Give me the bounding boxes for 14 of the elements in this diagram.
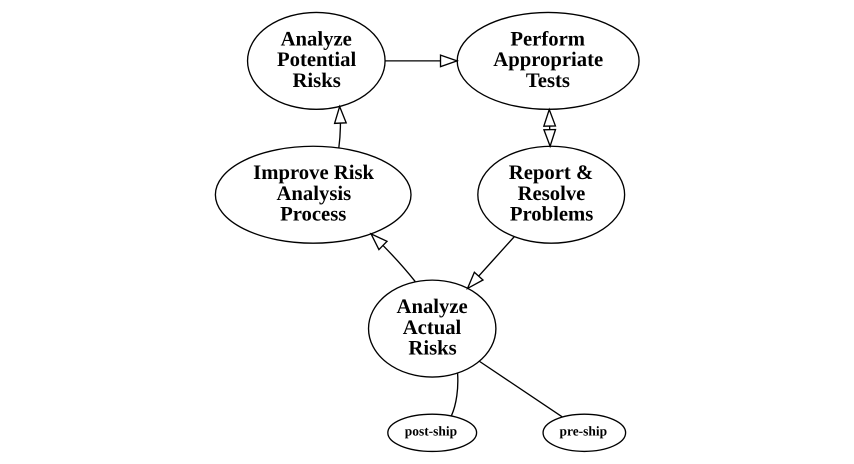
arrow bbox=[466, 236, 515, 290]
connector bbox=[479, 360, 563, 418]
node-ellipse: pre-ship bbox=[542, 413, 626, 452]
node-ellipse: Analyze Potential Risks bbox=[246, 12, 386, 110]
node-ellipse: Improve Risk Analysis Process bbox=[214, 146, 412, 244]
node-ellipse: post-ship bbox=[387, 413, 478, 452]
node-ellipse: Report & Resolve Problems bbox=[477, 146, 626, 244]
arrow bbox=[385, 54, 460, 68]
connector bbox=[450, 372, 458, 416]
arrow bbox=[542, 107, 556, 148]
arrow bbox=[334, 104, 348, 148]
node-ellipse: Perform Appropriate Tests bbox=[456, 12, 640, 110]
arrow bbox=[370, 232, 416, 282]
node-ellipse: Analyze Actual Risks bbox=[368, 279, 497, 378]
